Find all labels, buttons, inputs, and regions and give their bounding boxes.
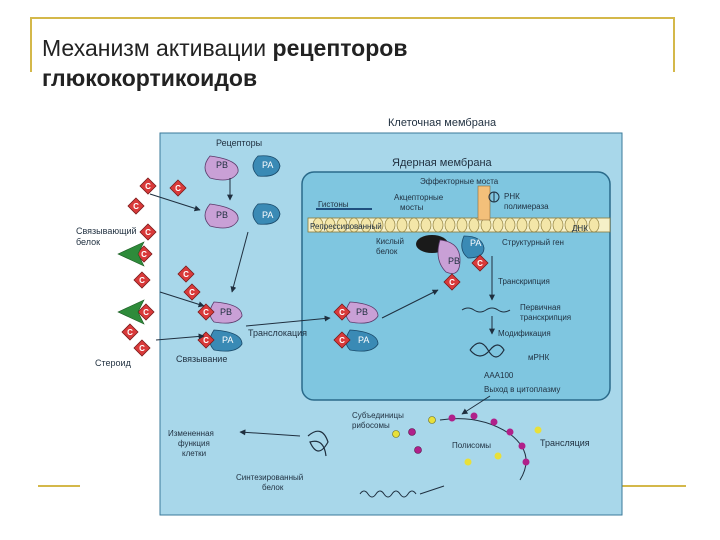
polysome-ribosomes	[448, 412, 542, 466]
receptors-label: Рецепторы	[216, 138, 262, 148]
transcription-label: Транскрипция	[498, 277, 550, 286]
dna-receptor-pa: PA	[470, 238, 481, 248]
nuclear-receptor-pa: PA	[358, 335, 369, 345]
primary-transcript-label-2: транскрипция	[520, 313, 571, 322]
bound-receptor-pb: PB	[220, 307, 232, 317]
histones-label: Гистоны	[318, 200, 349, 209]
receptor-2-pb: PB	[216, 210, 228, 220]
receptor-1-pa: PA	[262, 160, 273, 170]
primary-transcript-wave	[461, 307, 511, 313]
histone-beads	[312, 217, 600, 233]
mrna-tangle	[469, 342, 505, 358]
dna-bound-receptor: PB PA	[437, 235, 489, 291]
function-arrow	[239, 429, 301, 437]
dna-label: ДНК	[572, 224, 588, 233]
folded-protein	[307, 430, 329, 457]
title-part-normal: Механизм активации	[42, 35, 273, 61]
structural-gene-label: Структурный ген	[502, 238, 564, 247]
slide-title: Механизм активации рецепторов глюкокорти…	[42, 33, 682, 93]
aaa100-label: AAA100	[484, 371, 514, 380]
primary-transcript-label-1: Первичная	[520, 303, 561, 312]
title-part-bold-2: глюкокортикоидов	[42, 65, 258, 91]
effector-bridge	[477, 185, 491, 221]
bound-receptor-b: PB	[197, 301, 243, 324]
polymerase-label: полимераза	[504, 202, 549, 211]
frame-bottom-left-line	[38, 485, 80, 487]
synth-protein-label-1: Синтезированный	[236, 473, 303, 482]
nuclear-membrane-label: Ядерная мембрана	[392, 157, 493, 169]
acceptor-bridges-label-2: мосты	[400, 203, 424, 212]
synth-protein-label-2: белок	[262, 483, 284, 492]
nuclear-receptor-a: PA	[333, 329, 379, 352]
bound-receptor-a: PA	[197, 329, 243, 352]
changed-function-label-1: Измененная	[168, 429, 214, 438]
translocation-arrow	[245, 315, 331, 327]
steroid-label: Стероид	[95, 358, 132, 368]
frame-left-line	[30, 17, 32, 72]
rna-polymerase-icon	[488, 191, 500, 203]
effector-bridges-label: Эффекторные моста	[420, 177, 499, 186]
receptor-1-pb: PB	[216, 160, 228, 170]
translocation-label: Транслокация	[248, 328, 307, 338]
ribosome-subunits-label-2: рибосомы	[352, 421, 390, 430]
polysomes-label: Полисомы	[452, 441, 491, 450]
cell-membrane-label: Клеточная мембрана	[388, 117, 497, 129]
rna-label: РНК	[504, 192, 520, 201]
exit-cytoplasm-label: Выход в цитоплазму	[484, 385, 560, 394]
acceptor-bridges-label-1: Акцепторные	[394, 193, 444, 202]
nuclear-receptor-b: PB	[333, 301, 379, 324]
mrna-label: мРНК	[528, 353, 550, 362]
frame-bottom-right-line	[618, 485, 686, 487]
binding-label: Связывание	[176, 354, 227, 364]
dna-receptor-pb: PB	[448, 256, 460, 266]
acidic-protein-label-2: белок	[376, 247, 398, 256]
steroid-entry-arrow	[149, 193, 201, 212]
steroid-bind-arrow-1	[159, 291, 205, 308]
receptor-arrow-2	[230, 231, 249, 293]
receptor-to-dna-arrow	[381, 289, 439, 319]
binding-protein-shapes	[117, 241, 145, 325]
binding-protein-label-2: белок	[76, 237, 100, 247]
receptor-pair-2: PB PA	[204, 203, 281, 229]
synthesized-link	[419, 485, 445, 495]
frame-top-line	[30, 17, 675, 19]
acidic-protein-label-1: Кислый	[376, 237, 404, 246]
ribosome-subunits-label-1: Субъединицы	[352, 411, 404, 420]
synthesized-chain	[359, 490, 417, 498]
changed-function-label-2: функция	[178, 439, 210, 448]
steroid-bind-arrow-2	[155, 333, 205, 341]
receptor-2-pa: PA	[262, 210, 273, 220]
modification-label: Модификация	[498, 329, 551, 338]
receptor-pair-1: PB PA	[204, 155, 281, 181]
title-part-bold-1: рецепторов	[272, 35, 408, 61]
translation-label: Трансляция	[540, 438, 590, 448]
repressed-label: Репрессированный	[310, 222, 382, 231]
nuclear-receptor-pb: PB	[356, 307, 368, 317]
exit-arrow	[461, 395, 491, 415]
ribosome-subunits	[392, 416, 436, 454]
changed-function-label-3: клетки	[182, 449, 206, 458]
frame-right-line	[673, 17, 675, 72]
bound-receptor-pa: PA	[222, 335, 233, 345]
binding-protein-label-1: Связывающий	[76, 226, 137, 236]
